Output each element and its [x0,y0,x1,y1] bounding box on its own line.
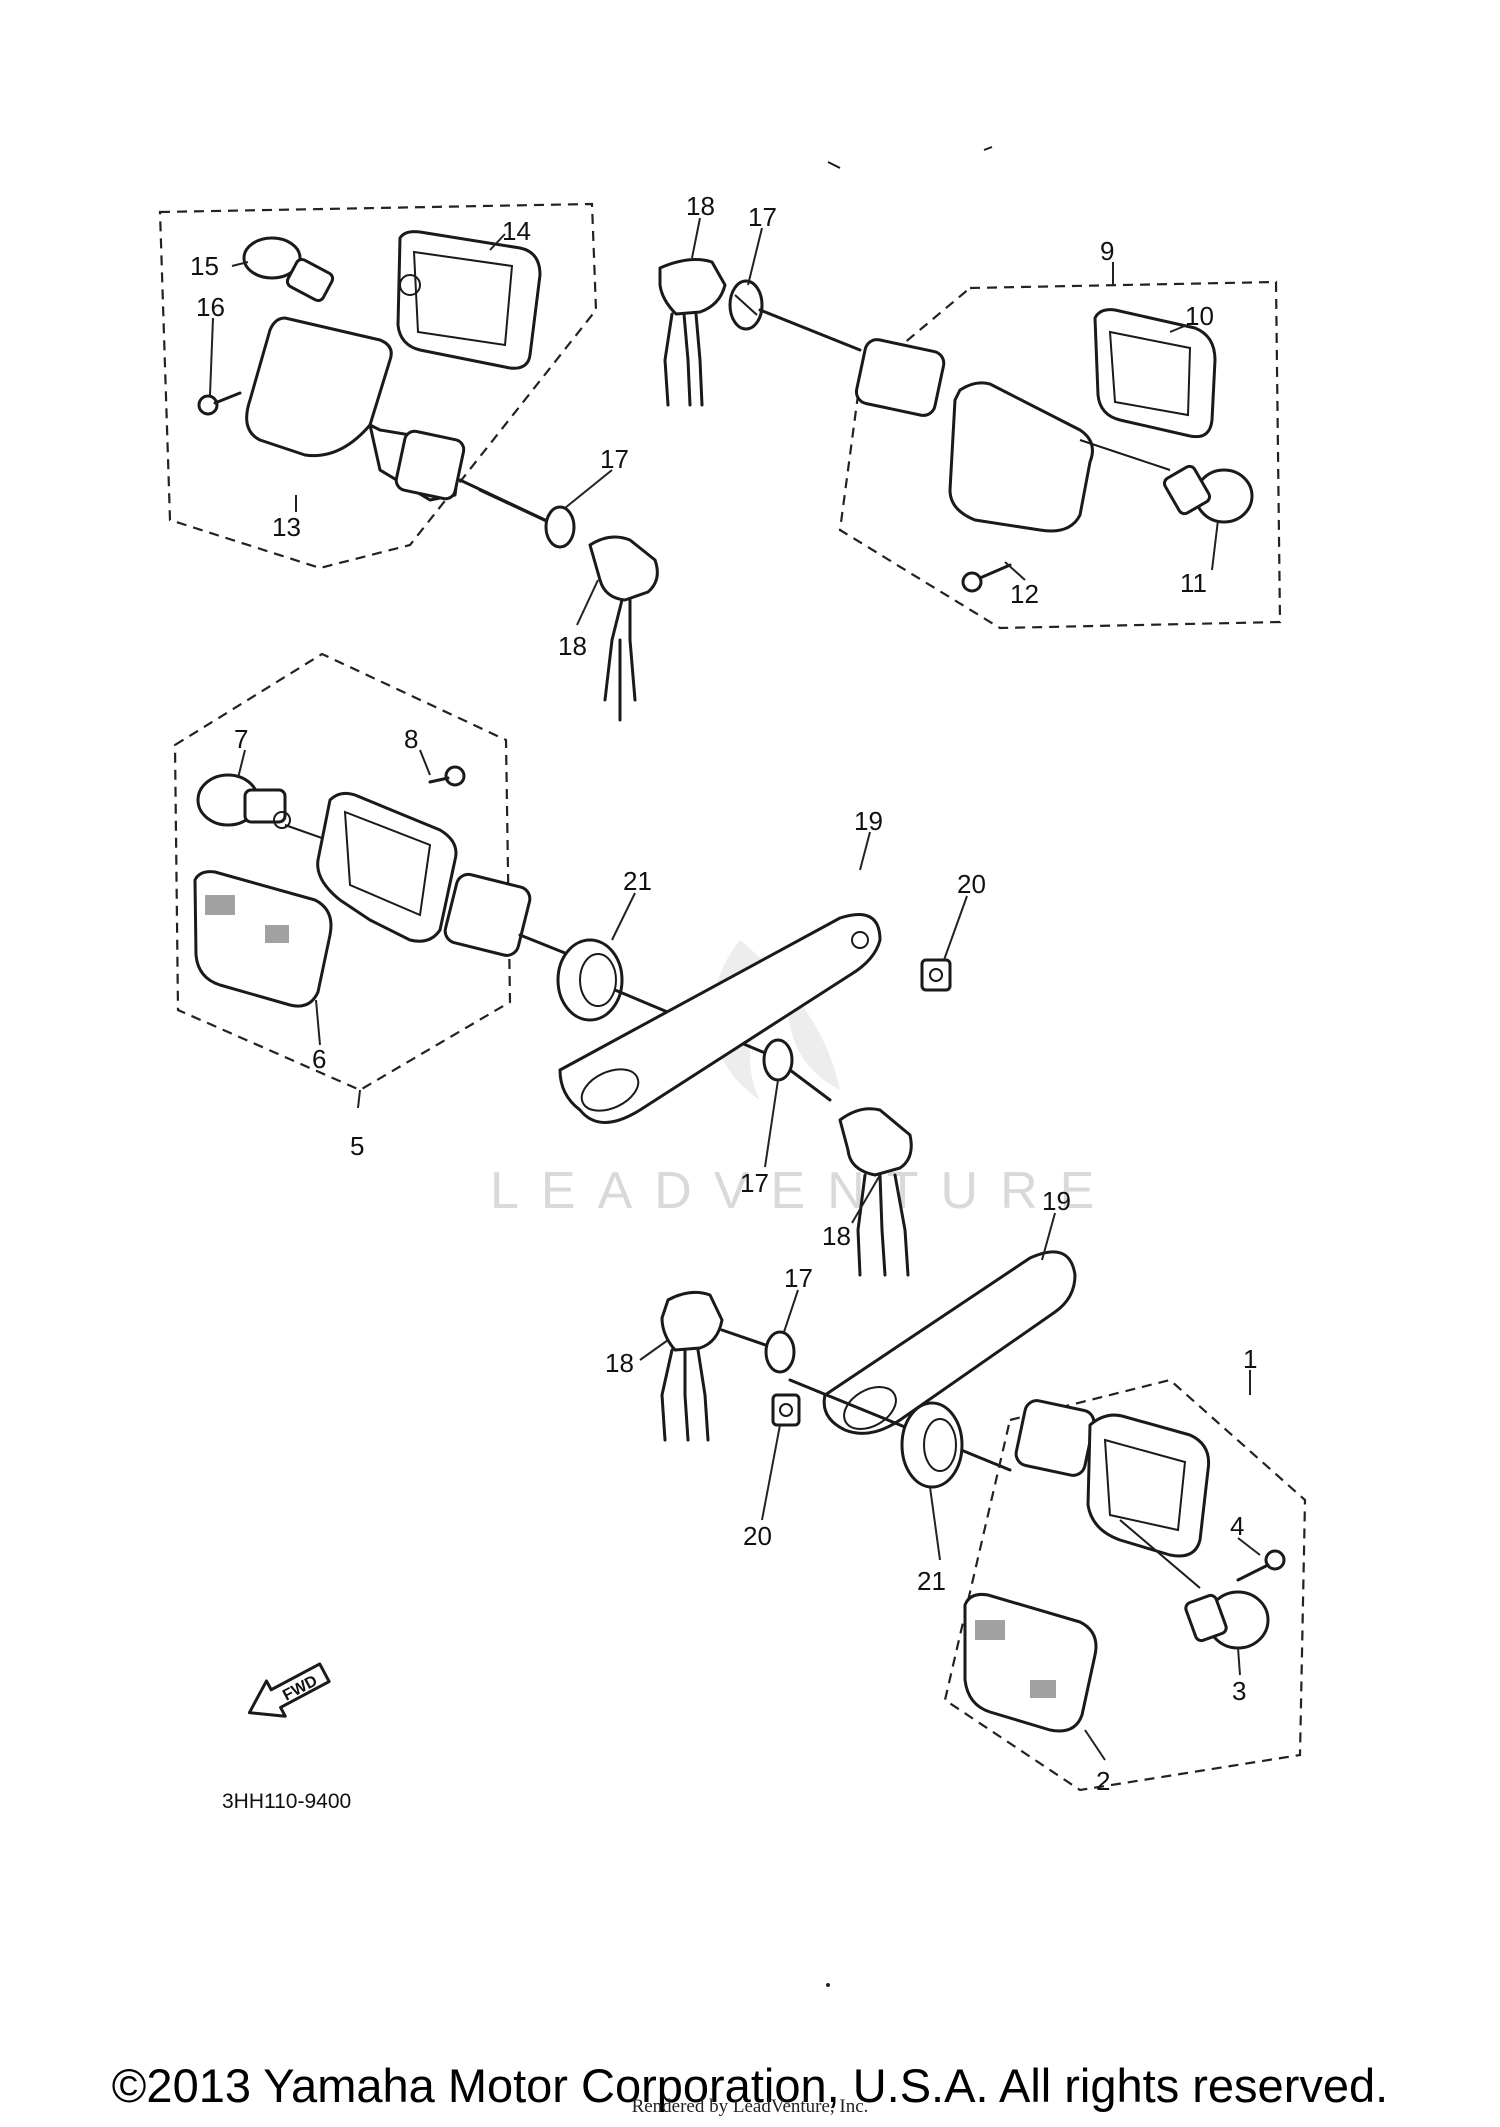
assembly-9-rear-right-signal [658,258,1282,630]
callout-11: 11 [1180,568,1207,598]
callout-14: 14 [502,216,531,246]
screw-16 [197,391,242,416]
callout-17-top-left: 17 [600,444,629,474]
assembly-5-front-left-signal [173,652,572,1092]
callout-numbers: 15 14 16 13 17 18 18 17 9 10 11 12 7 8 6… [190,191,1257,1796]
callout-18-lower: 18 [605,1348,634,1378]
callout-5: 5 [350,1131,364,1161]
bracket-19-lower [822,1250,1077,1435]
lens-6 [193,870,333,1008]
callout-15: 15 [190,251,219,281]
callout-9: 9 [1100,236,1114,266]
group-outline-1 [943,1378,1307,1792]
callout-17-middle: 17 [740,1168,769,1198]
callout-18-top-right: 18 [686,191,715,221]
part-code: 3HH110-9400 [222,1790,351,1813]
housing-1 [1014,1399,1211,1589]
copyright-notice: ©2013 Yamaha Motor Corporation, U.S.A. A… [111,2059,1389,2112]
callout-2: 2 [1096,1766,1110,1796]
callout-12: 12 [1010,579,1039,609]
connector-18-lower [660,1290,724,1442]
bulb-11 [1162,464,1254,524]
callout-20-middle: 20 [957,869,986,899]
connector-18-middle [838,1107,913,1277]
fwd-arrow-icon: FWD [247,1662,331,1718]
callout-4: 4 [1230,1511,1244,1541]
bracket-set-lower [660,1250,1077,1489]
lens-10 [1093,308,1217,439]
callout-19-middle: 19 [854,806,883,836]
grommet-17-top-left [544,505,576,549]
grommet-21-lower [900,1401,964,1489]
group-outline-5 [173,652,512,1092]
callout-3: 3 [1232,1676,1246,1706]
callout-18-top-left: 18 [558,631,587,661]
callout-8: 8 [404,724,418,754]
callout-leaders [209,217,1261,1761]
grommet-17-middle [762,1038,794,1082]
callout-7: 7 [234,724,248,754]
lens-14 [396,230,542,370]
housing-13 [245,316,547,522]
callout-21-lower: 21 [917,1566,946,1596]
grommet-17-lower [764,1330,796,1374]
nut-20-middle [920,958,952,992]
callout-17-top-right: 17 [748,202,777,232]
grommet-21-middle [556,938,624,1022]
screw-4 [1236,1549,1286,1582]
callout-17-lower: 17 [784,1263,813,1293]
callout-10: 10 [1185,301,1214,331]
callout-19-lower: 19 [1042,1186,1071,1216]
lens-2 [963,1593,1098,1733]
screw-8 [428,765,466,787]
rendered-by-credit: Rendered by LeadVenture, Inc. [631,2096,869,2117]
housing-9 [854,338,1171,533]
callout-1: 1 [1243,1344,1257,1374]
connector-18-top-left [588,535,659,722]
bracket-19-middle [558,913,882,1124]
bulb-7 [196,773,291,829]
screw-12 [961,563,1012,593]
group-outline-13 [158,202,598,570]
nut-20-lower [771,1393,801,1427]
callout-21-middle: 21 [623,866,652,896]
bulb-3 [1184,1590,1270,1650]
bulb-15 [242,236,335,303]
grommet-17-top-right [728,279,764,331]
connector-18-top-right [658,258,727,407]
bracket-set-middle [556,913,952,1277]
callout-13: 13 [272,512,301,542]
callout-20-lower: 20 [743,1521,772,1551]
callout-18-middle: 18 [822,1221,851,1251]
callout-16: 16 [196,292,225,322]
watermark-text: LEADVENTURE [490,1162,1116,1220]
callout-6: 6 [312,1044,326,1074]
assembly-1-front-right-signal [943,1378,1307,1792]
assembly-13-rear-left-signal [158,202,659,722]
housing-5 [316,791,572,957]
